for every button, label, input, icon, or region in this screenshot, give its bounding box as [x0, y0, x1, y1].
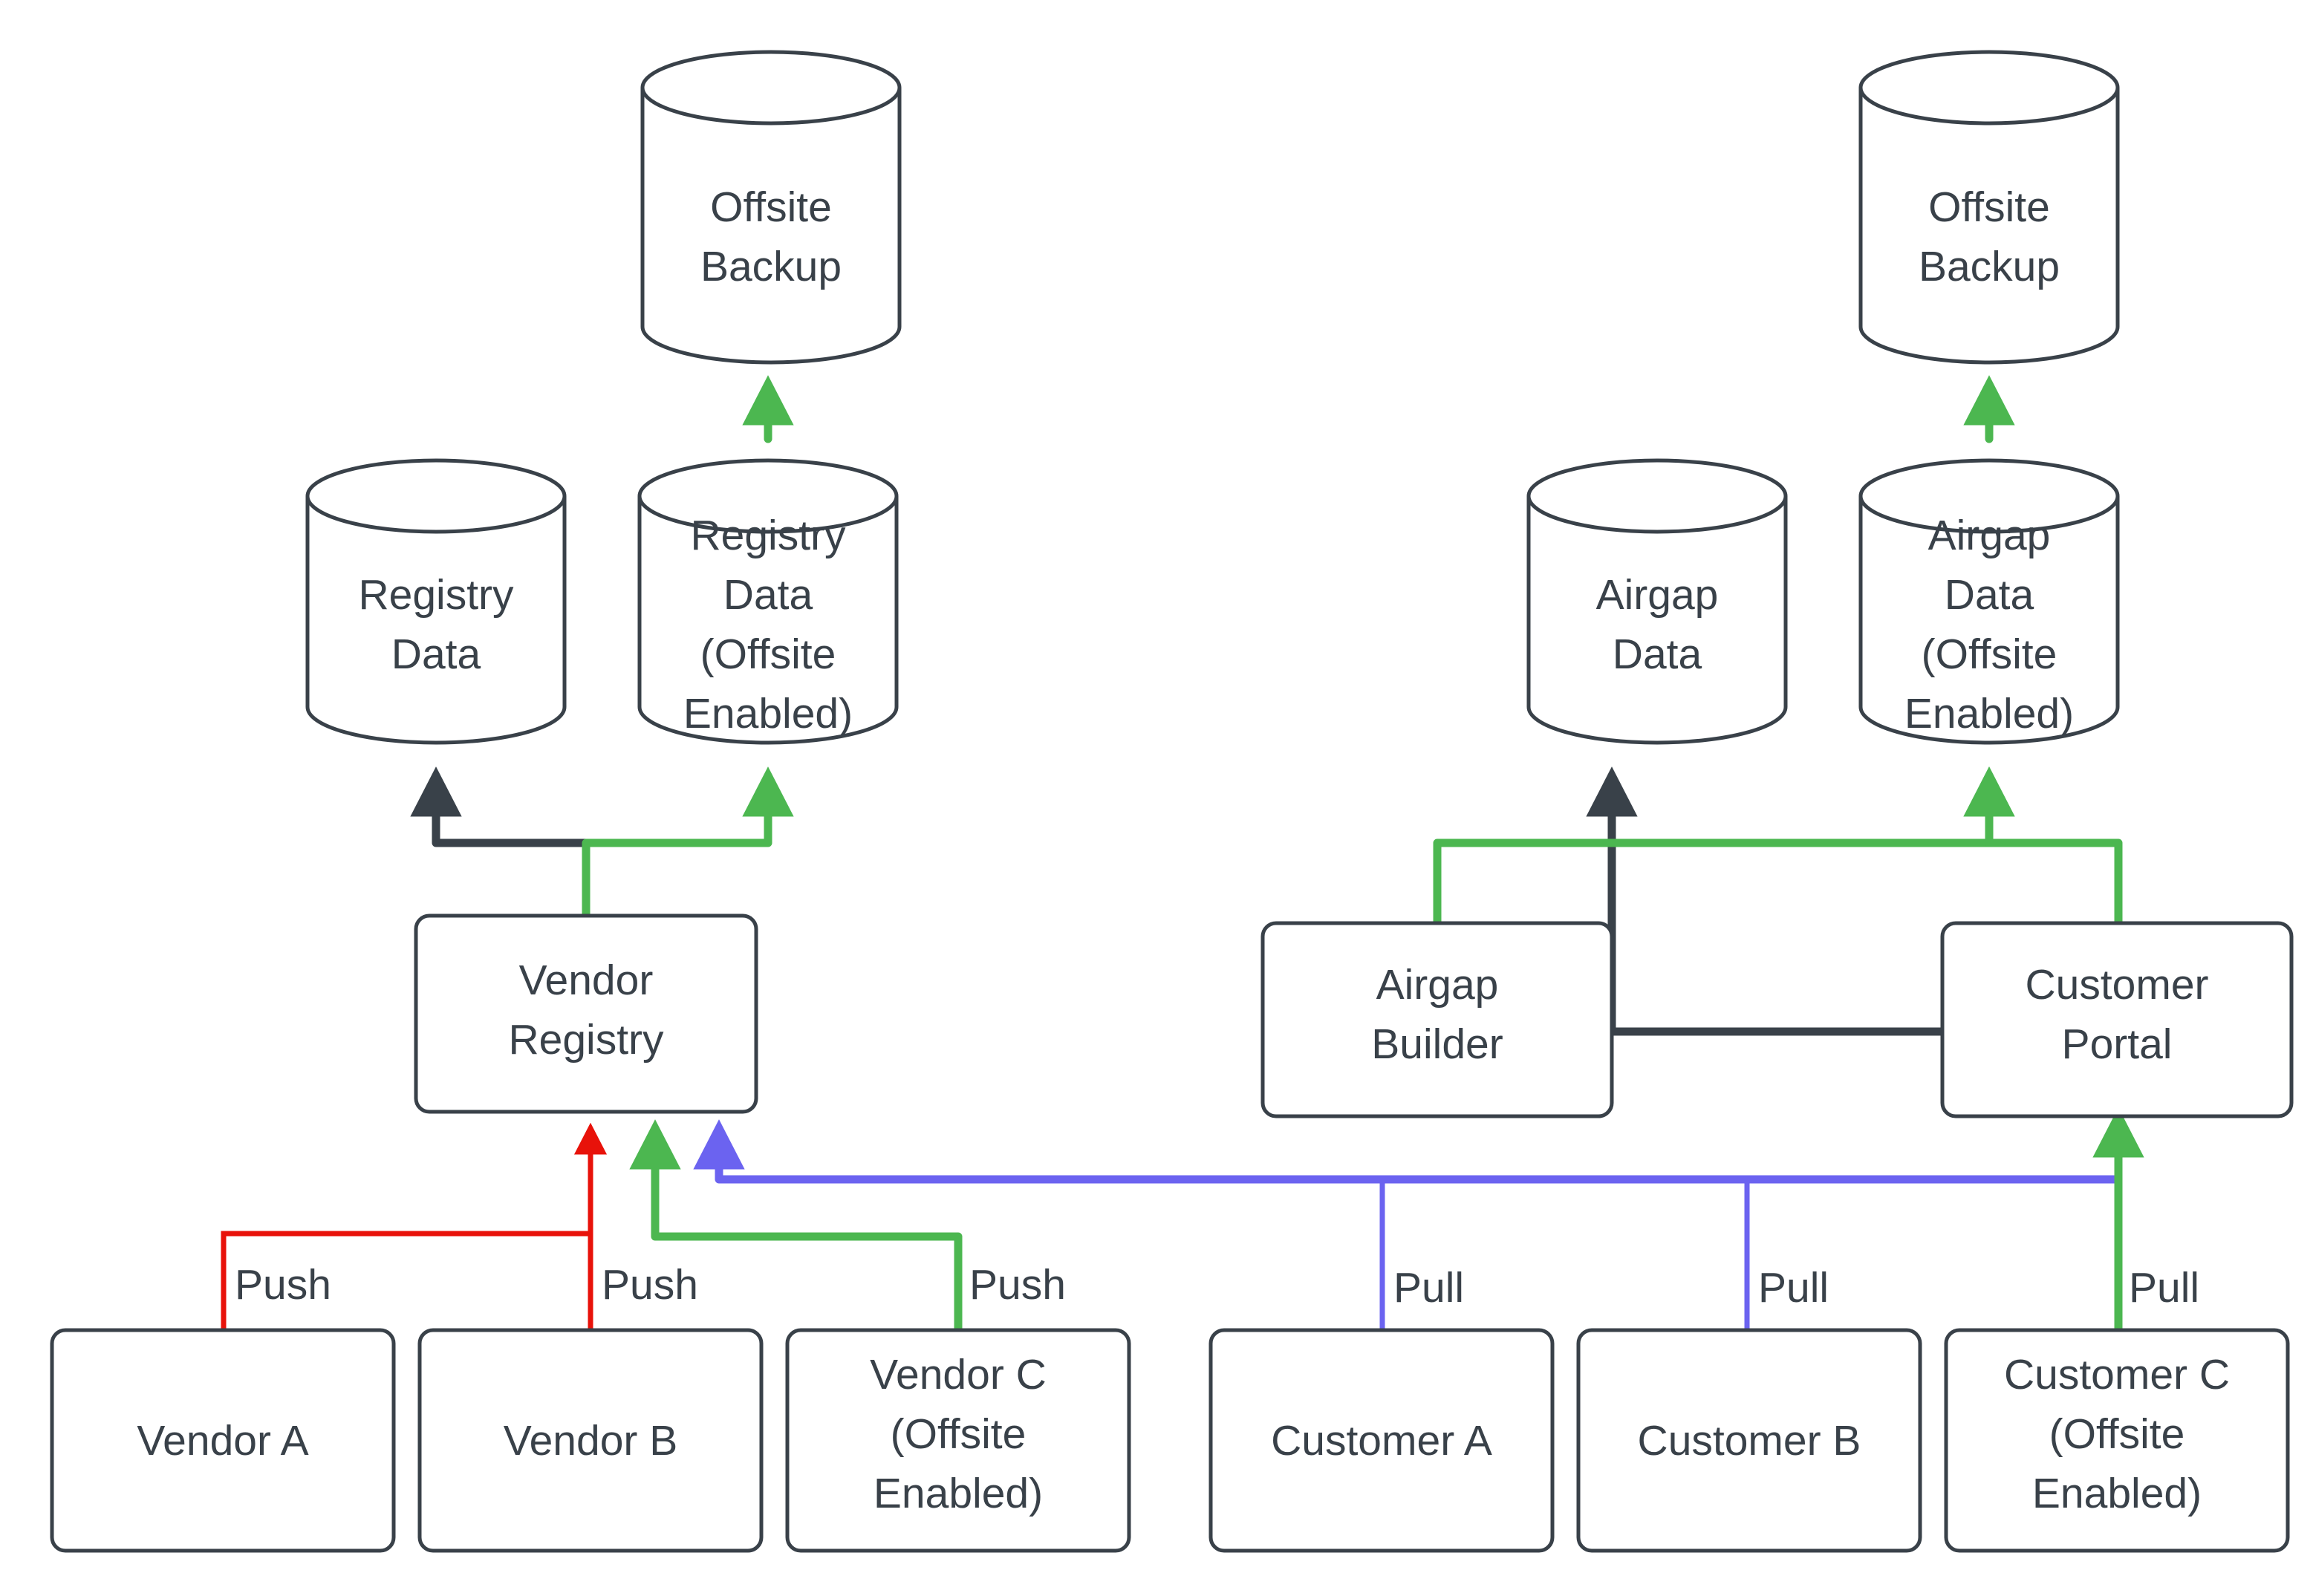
- node-customer-a[interactable]: Customer A: [1208, 1328, 1555, 1553]
- node-customer-c[interactable]: Customer C (Offsite Enabled): [1944, 1328, 2290, 1553]
- node-vendor-registry[interactable]: Vendor Registry: [414, 913, 758, 1114]
- edge-label-customer-a-pull: Pull: [1393, 1264, 1464, 1312]
- edge-vendor-registry-to-registry-data: [410, 766, 591, 920]
- node-airgap-builder[interactable]: Airgap Builder: [1260, 921, 1614, 1118]
- node-registry-data[interactable]: Registry Data: [305, 458, 567, 745]
- edge-label-customer-b-pull: Pull: [1758, 1264, 1829, 1312]
- node-airgap-data[interactable]: Airgap Data: [1526, 458, 1788, 745]
- node-customer-b[interactable]: Customer B: [1576, 1328, 1922, 1553]
- node-vendor-a[interactable]: Vendor A: [50, 1328, 396, 1553]
- node-offsite-backup-left[interactable]: Offsite Backup: [640, 50, 902, 365]
- edge-label-vendor-a-push: Push: [235, 1261, 331, 1309]
- node-customer-portal[interactable]: Customer Portal: [1940, 921, 2294, 1118]
- edge-label-customer-c-pull: Pull: [2129, 1264, 2199, 1312]
- edge-vendor-c-to-vendor-registry: [629, 1119, 963, 1335]
- edge-customer-portal-to-airgap-data-offsite: [1963, 766, 2123, 928]
- node-registry-data-offsite[interactable]: Registry Data (Offsite Enabled): [637, 458, 899, 745]
- edge-airgap-builder-to-airgap-data-offsite: [1433, 766, 2015, 928]
- edge-purple-bus: [693, 1119, 2123, 1184]
- edge-label-vendor-c-push: Push: [969, 1261, 1066, 1309]
- edge-label-vendor-b-push: Push: [602, 1261, 698, 1309]
- node-offsite-backup-right[interactable]: Offsite Backup: [1858, 50, 2120, 365]
- node-vendor-c[interactable]: Vendor C (Offsite Enabled): [785, 1328, 1131, 1553]
- node-vendor-b[interactable]: Vendor B: [417, 1328, 764, 1553]
- edge-vendor-registry-to-registry-data-offsite: [582, 766, 794, 920]
- node-airgap-data-offsite[interactable]: Airgap Data (Offsite Enabled): [1858, 458, 2120, 745]
- edge-vendor-a-to-vendor-registry: [221, 1122, 608, 1330]
